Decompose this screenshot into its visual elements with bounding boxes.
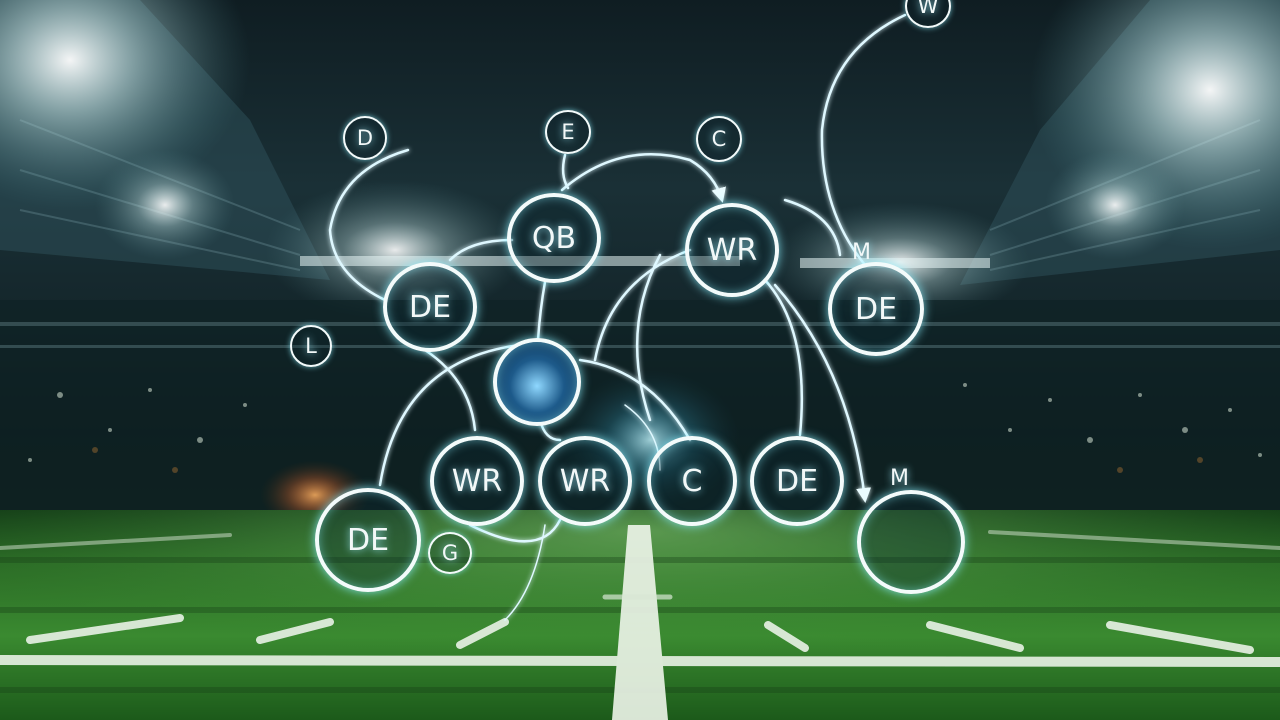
c-bottom-marker: C: [647, 436, 737, 526]
de-bottom-marker: DE: [750, 436, 844, 526]
wr-bottom-left-marker: WR: [430, 436, 524, 526]
route-wr-to-de: [763, 278, 804, 437]
route-de-to-wr: [423, 348, 477, 432]
route-right-arc: [783, 198, 842, 257]
l-label-marker: L: [290, 325, 332, 367]
route-d-curve: [328, 148, 410, 302]
qb-marker: QB: [507, 193, 601, 283]
route-qb-down: [536, 280, 547, 342]
route-qb-to-de: [448, 238, 514, 262]
route-center-to-c: [578, 358, 692, 442]
route-de-to-left: [378, 343, 522, 487]
route-de-left-down: [468, 518, 562, 543]
route-w-drop: [820, 13, 907, 267]
de-front-marker: DE: [315, 488, 421, 592]
empty-position-marker: [857, 490, 965, 594]
w-label-marker: W: [905, 0, 951, 28]
m-bottom-tag: M: [890, 466, 909, 491]
route-qb-to-wr-arc: [560, 153, 726, 203]
route-wr-down: [635, 253, 662, 422]
de-right-marker: DE: [828, 262, 924, 356]
c-label-marker: C: [696, 116, 742, 162]
e-label-marker: E: [545, 110, 591, 154]
route-wr-long: [773, 283, 872, 503]
wr-top-marker: WR: [685, 203, 779, 297]
route-thin-1: [504, 524, 546, 621]
g-label-marker: G: [428, 532, 472, 574]
de-left-marker: DE: [383, 262, 477, 352]
route-wr-to-center: [593, 248, 692, 362]
d-label-marker: D: [343, 116, 387, 160]
wr-bottom-right-marker: WR: [538, 436, 632, 526]
center-ball-marker: [493, 338, 581, 426]
m-top-tag: M: [852, 240, 871, 265]
